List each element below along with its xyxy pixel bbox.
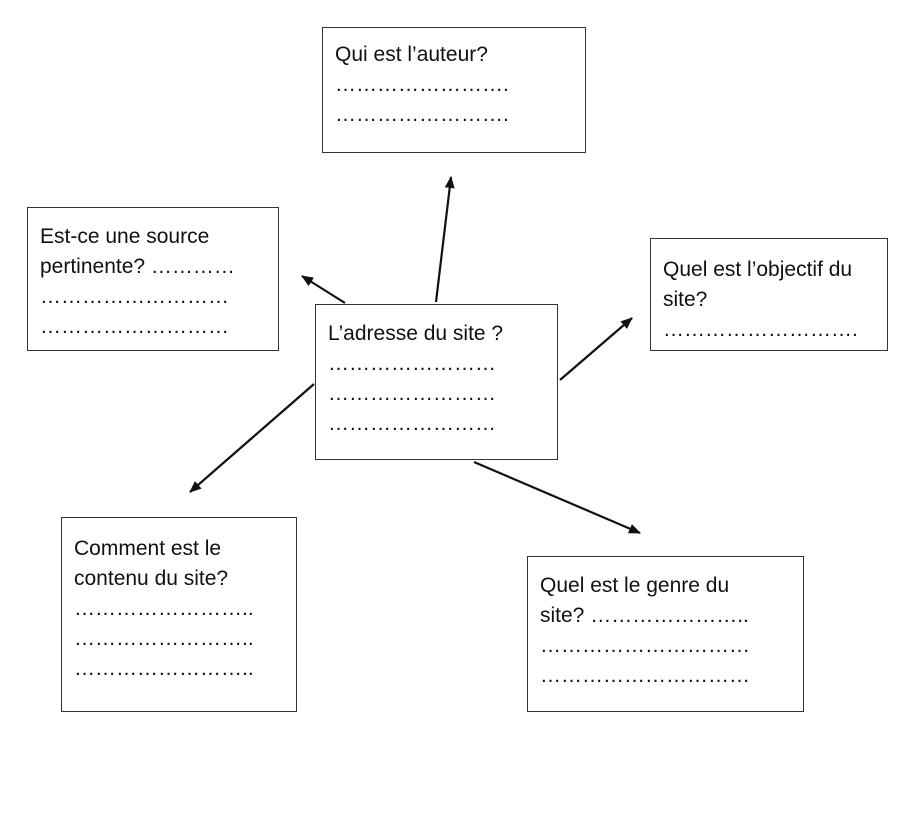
answer-dots: …………………… <box>328 382 496 405</box>
box-genre: Quel est le genre du site? ………………….. ………… <box>527 556 804 712</box>
box-author: Qui est l’auteur? ……………………. ……………………. <box>322 27 586 153</box>
box-text-line: Quel est le genre du <box>540 574 730 597</box>
answer-dots: ……………………. <box>335 103 509 126</box>
answer-dots: …………………….. <box>74 657 254 680</box>
answer-dots: …………………… <box>328 412 496 435</box>
arrow-to-top <box>434 176 455 303</box>
answer-dots: ……………………… <box>40 315 229 338</box>
answer-dots: …………………… <box>328 352 496 375</box>
arrow-to-bottom-right <box>473 460 641 535</box>
box-relevance: Est-ce une source pertinente? ………… ……………… <box>27 207 279 351</box>
box-text-line: Est-ce une source <box>40 225 210 248</box>
box-site-address: L’adresse du site ? …………………… …………………… ……… <box>315 304 558 460</box>
arrow-to-left <box>301 275 346 304</box>
answer-dots: ………………………. <box>663 318 858 341</box>
box-content: Comment est le contenu du site? ……………………… <box>61 517 297 712</box>
answer-dots: ………………………… <box>540 634 750 657</box>
box-text-line: site? ………………….. <box>540 604 749 627</box>
answer-dots: …………………….. <box>74 597 254 620</box>
box-text-line: pertinente? ………… <box>40 255 235 278</box>
answer-dots: ………………………… <box>540 664 750 687</box>
box-text-line: Quel est l’objectif du <box>663 258 853 281</box>
arrow-to-bottom-left <box>189 383 315 493</box>
answer-dots: …………………….. <box>74 627 254 650</box>
box-text-line: Comment est le <box>74 537 222 560</box>
box-objective: Quel est l’objectif du site? ………………………. <box>650 238 888 351</box>
box-text-line: Qui est l’auteur? <box>335 43 488 66</box>
answer-dots: ……………………… <box>40 285 229 308</box>
arrow-to-right <box>559 317 633 381</box>
box-text-line: contenu du site? <box>74 567 229 590</box>
answer-dots: ……………………. <box>335 73 509 96</box>
box-text-line: L’adresse du site ? <box>328 322 504 345</box>
box-text-line: site? <box>663 288 708 311</box>
